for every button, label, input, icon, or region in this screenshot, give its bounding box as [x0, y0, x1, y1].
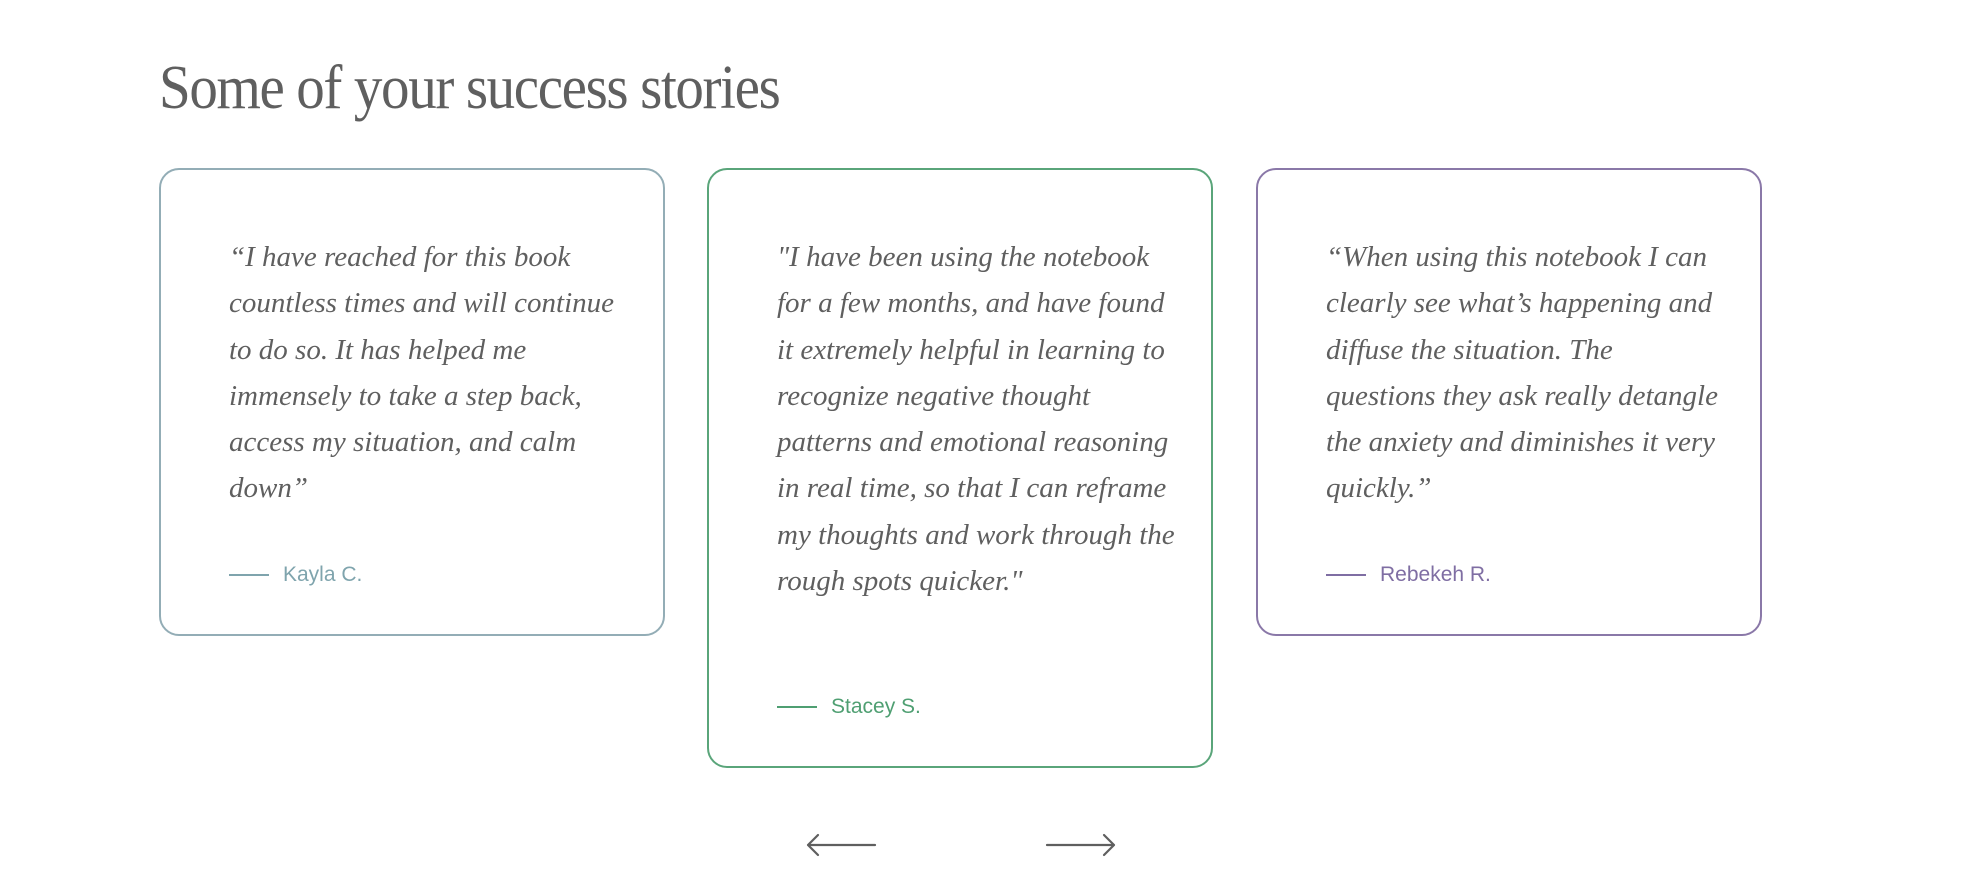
section-title: Some of your success stories	[159, 54, 781, 122]
author-name: Stacey S.	[831, 695, 921, 718]
testimonial-quote: “I have reached for this book countless …	[229, 241, 615, 505]
author-dash	[777, 706, 817, 708]
testimonial-author: Rebekeh R.	[1326, 562, 1491, 588]
arrow-right-icon	[1045, 833, 1116, 857]
author-dash	[229, 574, 269, 576]
author-name: Rebekeh R.	[1380, 563, 1491, 586]
testimonial-card-stacey: "I have been using the notebook for a fe…	[707, 168, 1213, 768]
arrow-left-icon	[806, 833, 877, 857]
testimonial-card-kayla: “I have reached for this book countless …	[159, 168, 665, 636]
next-button[interactable]	[1045, 832, 1117, 858]
prev-button[interactable]	[805, 832, 877, 858]
testimonial-quote: "I have been using the notebook for a fe…	[777, 241, 1175, 598]
author-dash	[1326, 574, 1366, 576]
testimonial-author: Stacey S.	[777, 694, 921, 720]
author-name: Kayla C.	[283, 563, 363, 586]
testimonial-quote: “When using this notebook I can clearly …	[1326, 241, 1718, 505]
testimonial-author: Kayla C.	[229, 562, 362, 588]
testimonial-card-rebekeh: “When using this notebook I can clearly …	[1256, 168, 1762, 636]
